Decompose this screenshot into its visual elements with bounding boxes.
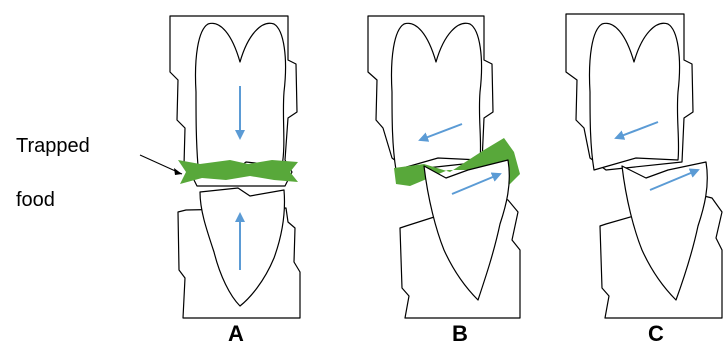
panel-label-c: C <box>648 321 664 346</box>
panel-b <box>368 16 520 318</box>
panel-label-a: A <box>228 321 244 346</box>
annotation-line1: Trapped <box>16 135 90 157</box>
annotation-pointer-head <box>174 168 182 175</box>
panel-a <box>170 16 300 318</box>
panel-c <box>566 14 722 318</box>
panel-label-b: B <box>452 321 468 346</box>
annotation-line2: food <box>16 189 55 211</box>
